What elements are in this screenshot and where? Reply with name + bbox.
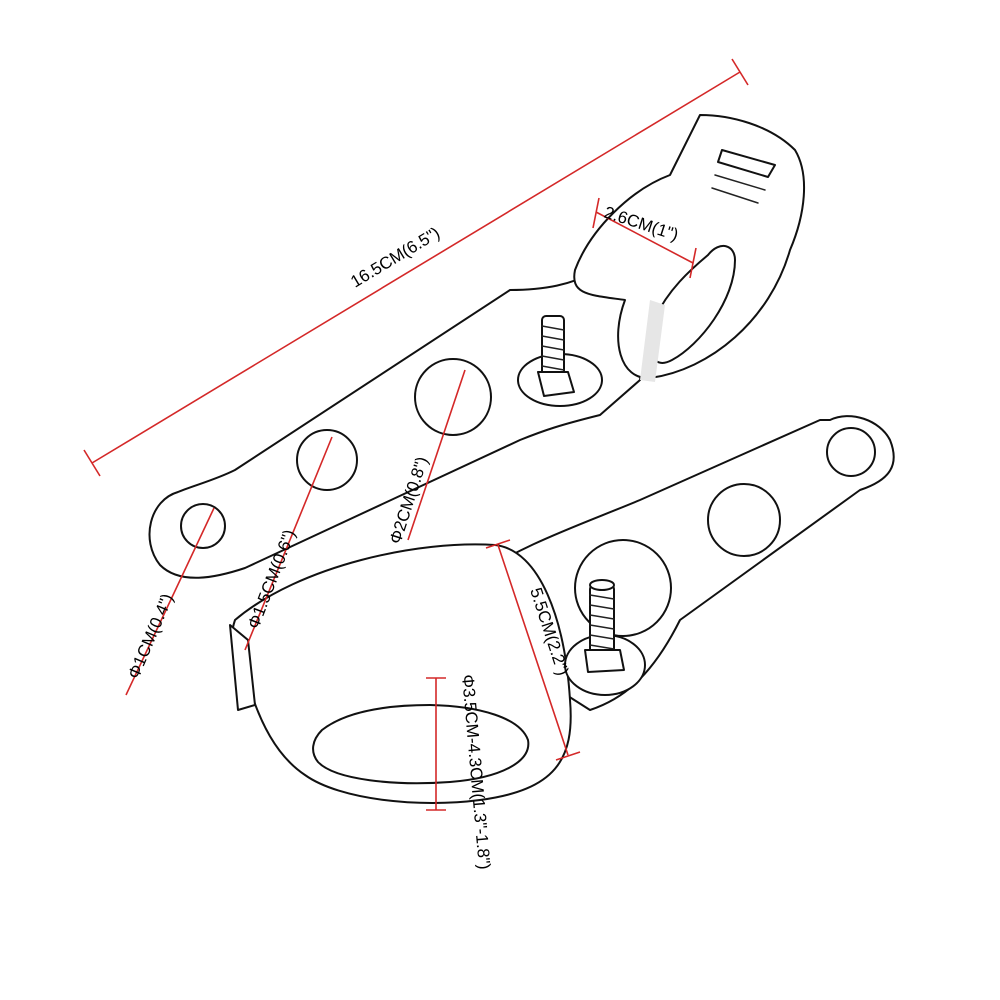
dim-bracket-height-line [497,544,569,756]
dim-total-length-tick [731,58,749,86]
dim-hole-small-leader [125,507,215,696]
dim-total-length-line [91,71,741,464]
plate-shade [640,300,665,382]
top-bracket-clamp-opening [649,245,737,364]
dim-bracket-height-tick [485,539,511,549]
dim-hole-medium-leader [244,436,333,651]
top-bracket-clamp [573,114,805,380]
bottom-bracket-bolt [564,579,646,696]
dim-hole-large-leader [407,369,466,541]
label-total-length: 16.5CM(6.5") [347,223,443,291]
dim-clamp-width-tick [689,247,697,279]
bottom-bracket-plate [469,415,895,711]
top-bracket-tab-slot [717,149,776,178]
bottom-hole-small [826,427,876,477]
top-hole-medium [296,429,358,491]
bottom-bracket [229,415,895,804]
bottom-bracket-flap [229,624,256,711]
top-hole-small [180,503,226,549]
dim-clamp-width-line [595,211,694,264]
tab-line [714,174,766,191]
label-hole-small: Φ1CM(0.4") [124,591,177,682]
dimension-lines [83,58,749,811]
top-bracket-plate [148,269,651,579]
tab-line [711,187,759,204]
dim-total-length-tick [83,449,101,477]
dim-clamp-width-tick [592,197,600,229]
top-bracket-bolt [517,315,603,407]
dim-bracket-height-tick [555,751,581,761]
bottom-hole-medium [707,483,781,557]
bottom-bracket-clamp-opening [312,703,530,785]
top-hole-large [414,358,492,436]
top-bracket [148,114,805,579]
